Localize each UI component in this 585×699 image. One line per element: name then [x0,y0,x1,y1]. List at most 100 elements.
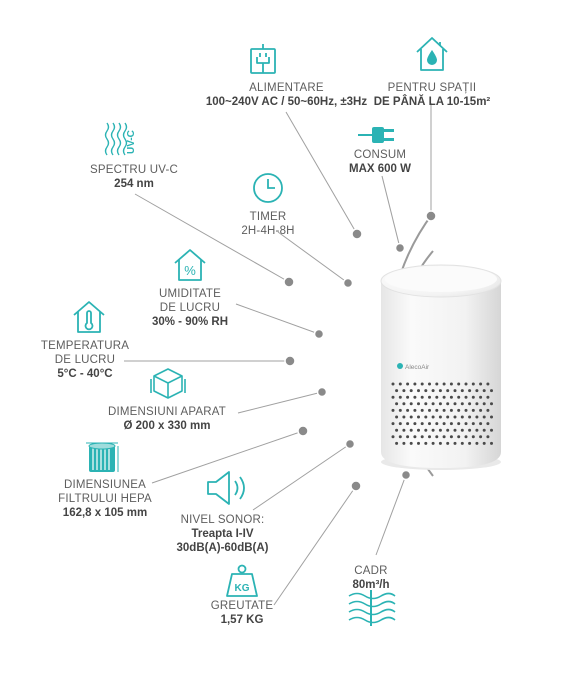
grille-hole [464,435,468,439]
spec-value: Treapta I-IV [191,528,254,540]
weight-icon: KG [226,564,258,597]
grille-hole [428,422,431,426]
grille-hole [479,395,483,399]
grille-hole [464,408,468,412]
grille-hole [406,408,410,412]
grille-hole [453,428,457,432]
grille-hole [446,415,450,419]
grille-hole [438,415,442,419]
grille-hole [453,389,457,393]
grille-hole [468,441,472,445]
grille-hole [449,408,453,412]
grille-hole [471,435,475,439]
spec-value: Ø 200 x 330 mm [123,420,211,432]
grille-hole [482,415,486,419]
grille-hole [435,435,439,439]
grille-hole [435,382,439,386]
grille-hole [398,422,402,426]
spec-temperatura: TEMPERATURA DE LUCRU 5°C - 40°C [30,339,140,381]
grille-hole [479,408,483,412]
grille-hole [486,395,490,399]
grille-hole [428,382,431,386]
house-percent-icon: % [174,249,206,281]
spec-title: UMIDITATE [158,288,222,300]
grille-hole [482,441,486,445]
svg-text:AlecoAir: AlecoAir [405,364,430,371]
spec-value: 5°C - 40°C [57,368,113,380]
grille-hole [453,415,457,419]
grille-hole [420,422,424,426]
grille-hole [402,415,406,419]
spec-value: 2H-4H-8H [241,225,295,237]
connector-lines [124,103,432,606]
grille-hole [457,422,461,426]
spec-title-2: DE LUCRU [54,354,116,366]
grille-hole [482,389,486,393]
grille-hole [431,402,435,406]
spec-value: DE PÂNĂ LA 10-15m² [373,96,491,108]
grille-hole [395,402,399,406]
spec-dimensiuni: DIMENSIUNI APARAT Ø 200 x 330 mm [102,405,232,433]
spec-title: NIVEL SONOR: [180,514,265,526]
grille-hole [398,408,402,412]
grille-hole [398,395,402,399]
spec-value: 254 nm [114,178,154,190]
grille-hole [446,389,450,393]
grille-hole [453,441,457,445]
spec-consum: CONSUM MAX 600 W [330,148,430,176]
grille-hole [457,382,461,386]
grille-hole [490,441,493,445]
grille-hole [475,402,479,406]
grille-hole [482,402,486,406]
spec-umiditate: UMIDITATE DE LUCRU 30% - 90% RH [135,287,245,329]
spec-value: 162,8 x 105 mm [62,507,148,519]
spec-title: DIMENSIUNI APARAT [108,406,226,418]
grille-hole [424,389,428,393]
svg-text:%: % [184,263,196,278]
grille-hole [442,422,446,426]
grille-hole [420,435,424,439]
grille-hole [460,428,464,432]
spec-value: 1,57 KG [220,614,264,626]
grille-hole [446,402,450,406]
grille-hole [449,435,453,439]
spec-title: CADR [354,565,388,577]
grille-hole [460,415,464,419]
grille-hole [420,408,424,412]
svg-text:UV-C: UV-C [126,130,137,154]
house-drop-icon [416,37,448,71]
grille-hole [395,415,399,419]
grille-hole [471,382,475,386]
grille-hole [482,428,486,432]
grille-hole [479,435,483,439]
grille-hole [486,382,490,386]
grille-hole [409,415,413,419]
grille-hole [406,382,410,386]
spec-title: SPECTRU UV-C [89,164,179,176]
grille-hole [446,428,450,432]
grille-hole [442,435,446,439]
grille-hole [435,395,439,399]
hepa-filter-icon [86,442,119,472]
grille-hole [413,435,417,439]
grille-hole [468,415,472,419]
grille-hole [435,422,439,426]
grille-hole [471,395,475,399]
grille-hole [420,382,424,386]
cube-dimensions-icon [150,368,186,399]
grille-hole [446,441,450,445]
grille-hole [468,428,472,432]
clock-icon [253,173,283,203]
grille-hole [413,382,417,386]
grille-hole [395,389,399,393]
grille-hole [442,395,446,399]
grille-hole [475,428,479,432]
uv-c-waves-icon: UV-C [104,122,137,156]
grille-hole [457,408,461,412]
speaker-icon [207,471,245,505]
grille-hole [479,382,483,386]
grille-hole [391,435,395,439]
spec-alimentare: ALIMENTARE 100~240V AC / 50~60Hz, ±3Hz [169,81,404,109]
spec-nivel: NIVEL SONOR: Treapta I-IV 30dB(A)-60dB(A… [165,513,280,555]
